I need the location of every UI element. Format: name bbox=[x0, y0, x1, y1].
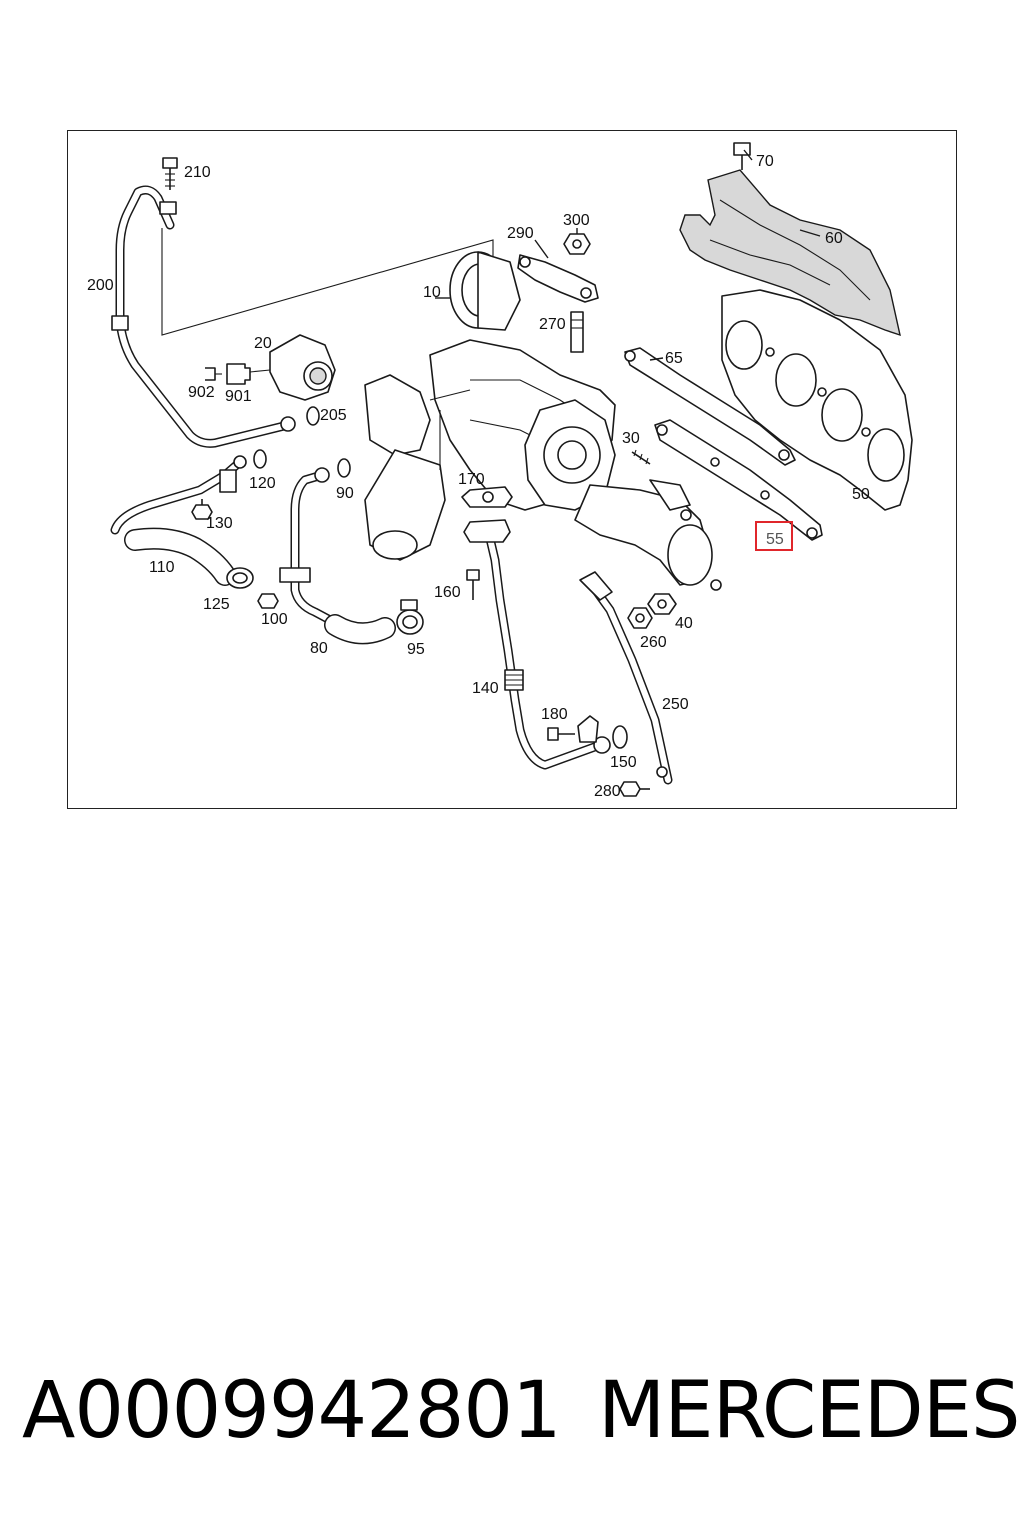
callout-140: 140 bbox=[472, 680, 499, 697]
callout-60: 60 bbox=[825, 230, 843, 247]
callout-labels: 210 200 10 290 300 270 70 60 65 50 55 20… bbox=[87, 153, 870, 800]
heat-shield-60 bbox=[679, 169, 901, 337]
stud-270 bbox=[570, 311, 584, 353]
bracket-line bbox=[161, 228, 494, 336]
callout-55: 55 bbox=[766, 531, 784, 548]
nut-40 bbox=[647, 593, 677, 615]
actuator-20 bbox=[249, 334, 336, 401]
bolt-210 bbox=[162, 157, 178, 190]
bolt-180 bbox=[547, 727, 575, 741]
callout-80: 80 bbox=[310, 640, 328, 657]
callout-160: 160 bbox=[434, 584, 461, 601]
callout-280: 280 bbox=[594, 783, 621, 800]
callout-120: 120 bbox=[249, 475, 276, 492]
callout-40: 40 bbox=[675, 615, 693, 632]
nut-260 bbox=[627, 607, 653, 629]
callout-170: 170 bbox=[458, 471, 485, 488]
leader-lines bbox=[435, 149, 821, 361]
callout-200: 200 bbox=[87, 277, 114, 294]
callout-180: 180 bbox=[541, 706, 568, 723]
connector-902 bbox=[205, 367, 222, 381]
connector-901 bbox=[226, 363, 251, 385]
turbocharger-10 bbox=[364, 251, 722, 591]
clamp-125 bbox=[226, 567, 254, 589]
callout-290: 290 bbox=[507, 225, 534, 242]
callout-130: 130 bbox=[206, 515, 233, 532]
callout-901: 901 bbox=[225, 388, 252, 405]
part-number: A0009942801 bbox=[22, 1366, 562, 1456]
bolt-280 bbox=[619, 781, 650, 797]
bolt-70 bbox=[733, 142, 751, 170]
callout-65: 65 bbox=[665, 350, 683, 367]
manifold-gasket-50 bbox=[721, 289, 913, 511]
coolant-line-80 bbox=[279, 467, 396, 645]
gasket-strip-55 bbox=[654, 419, 823, 541]
gasket-strip-65 bbox=[624, 347, 796, 466]
callout-210: 210 bbox=[184, 164, 211, 181]
oil-feed-line-200 bbox=[111, 185, 296, 448]
oil-line-110 bbox=[110, 455, 247, 586]
gasket-170 bbox=[461, 486, 513, 508]
seal-205 bbox=[306, 406, 320, 426]
callout-902: 902 bbox=[188, 384, 215, 401]
nut-300 bbox=[563, 233, 591, 255]
callout-10: 10 bbox=[423, 284, 441, 301]
stud-30 bbox=[631, 449, 651, 465]
callout-300: 300 bbox=[563, 212, 590, 229]
bolt-160 bbox=[466, 569, 480, 600]
bracket-290 bbox=[517, 254, 599, 303]
callout-260: 260 bbox=[640, 634, 667, 651]
callout-150: 150 bbox=[610, 754, 637, 771]
callout-90: 90 bbox=[336, 485, 354, 502]
clamp-95 bbox=[396, 599, 424, 635]
brand-name: MERCEDES bbox=[598, 1366, 1020, 1456]
callout-20: 20 bbox=[254, 335, 272, 352]
callout-250: 250 bbox=[662, 696, 689, 713]
seal-150 bbox=[612, 725, 628, 749]
callout-125: 125 bbox=[203, 596, 230, 613]
seal-120 bbox=[253, 449, 267, 469]
oil-line-140 bbox=[463, 519, 611, 770]
callout-270: 270 bbox=[539, 316, 566, 333]
bolt-130 bbox=[191, 499, 213, 520]
highlight-box-55 bbox=[755, 521, 793, 551]
callout-95: 95 bbox=[407, 641, 425, 658]
callout-50: 50 bbox=[852, 486, 870, 503]
callout-100: 100 bbox=[261, 611, 288, 628]
bolt-100 bbox=[257, 593, 279, 609]
support-250 bbox=[579, 571, 673, 785]
callout-30: 30 bbox=[622, 430, 640, 447]
callout-205: 205 bbox=[320, 407, 347, 424]
bracket-near-180 bbox=[577, 715, 599, 743]
callout-110: 110 bbox=[149, 559, 175, 576]
callout-70: 70 bbox=[756, 153, 774, 170]
seal-90 bbox=[337, 458, 351, 478]
